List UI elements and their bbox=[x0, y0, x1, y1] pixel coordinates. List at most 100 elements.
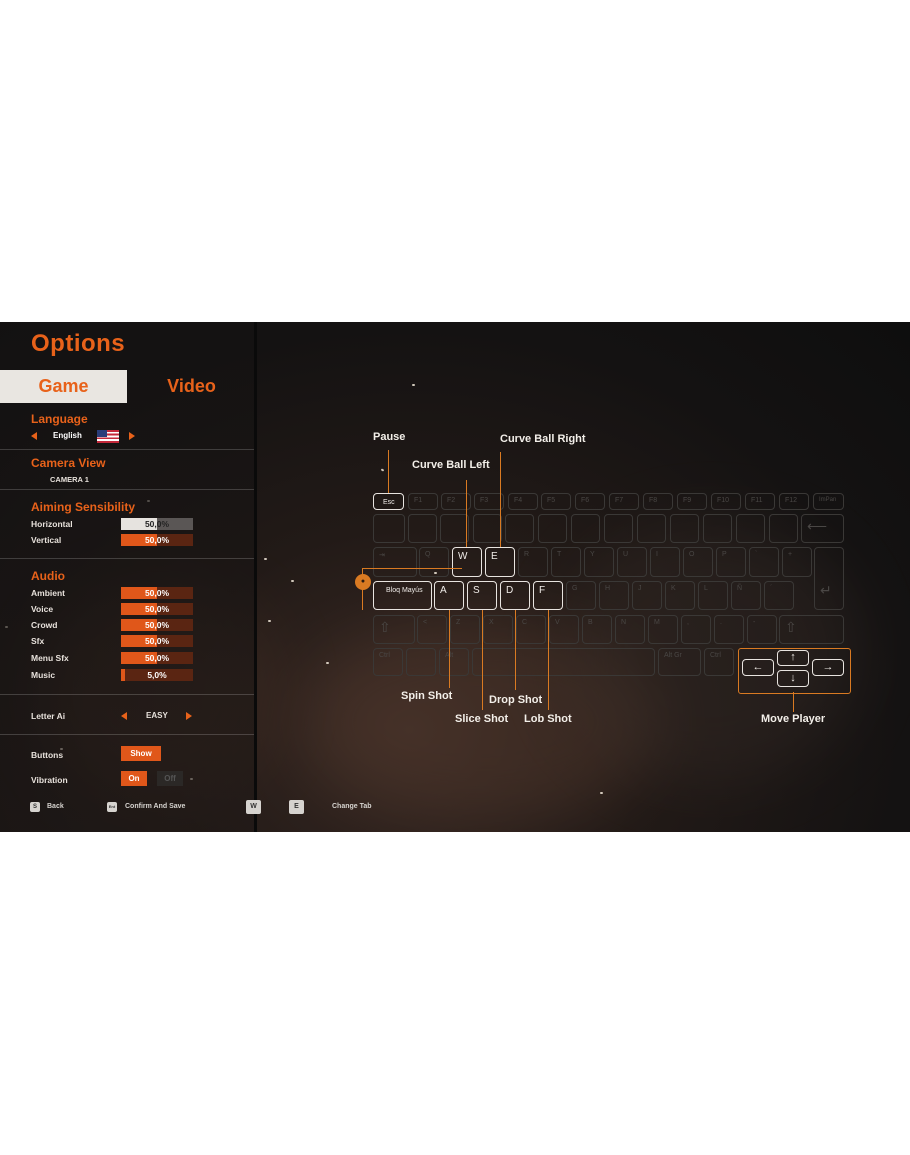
options-panel: Options Game Video Language English Came… bbox=[0, 322, 254, 832]
audio-title: Audio bbox=[31, 569, 65, 583]
tab-game[interactable]: Game bbox=[0, 370, 127, 403]
drop-line bbox=[515, 610, 516, 690]
key-j: J bbox=[632, 581, 662, 610]
music-label: Music bbox=[31, 670, 56, 680]
key-d: D bbox=[500, 581, 530, 610]
key-f: F bbox=[533, 581, 563, 610]
key bbox=[604, 514, 633, 543]
tab-video[interactable]: Video bbox=[167, 376, 216, 396]
key bbox=[769, 514, 798, 543]
key-q: Q bbox=[419, 547, 449, 577]
smoke-effect bbox=[560, 522, 860, 782]
vibration-on-button[interactable]: On bbox=[121, 771, 147, 786]
key-r: R bbox=[518, 547, 548, 577]
key-arrow-down: ↓ bbox=[777, 670, 809, 687]
divider bbox=[0, 558, 254, 559]
key-v: V bbox=[549, 615, 579, 644]
back-key-icon: S bbox=[30, 802, 40, 812]
language-value: English bbox=[53, 431, 82, 440]
key-win bbox=[406, 648, 436, 676]
enter-key-icon: Ent bbox=[107, 802, 117, 812]
key-x: X bbox=[483, 615, 513, 644]
key-f1: F1 bbox=[408, 493, 438, 510]
language-next-arrow-icon[interactable] bbox=[129, 432, 135, 440]
vertical-label: Vertical bbox=[31, 535, 62, 545]
tab-key: ⇥ bbox=[373, 547, 417, 577]
key-a: A bbox=[434, 581, 464, 610]
key bbox=[373, 514, 405, 543]
key-c: C bbox=[516, 615, 546, 644]
confirm-save-hint[interactable]: Confirm And Save bbox=[125, 803, 186, 810]
voice-slider[interactable]: 50,0% bbox=[121, 603, 193, 615]
slider-fill bbox=[121, 603, 157, 615]
callout-curve-left: Curve Ball Left bbox=[412, 459, 490, 471]
back-hint[interactable]: Back bbox=[47, 803, 64, 810]
buttons-show-button[interactable]: Show bbox=[121, 746, 161, 761]
music-slider[interactable]: 5,0% bbox=[121, 669, 193, 681]
sfx-slider[interactable]: 50,0% bbox=[121, 635, 193, 647]
ambient-slider[interactable]: 50,0% bbox=[121, 587, 193, 599]
key bbox=[670, 514, 699, 543]
horizontal-label: Horizontal bbox=[31, 519, 73, 529]
spin-line bbox=[449, 610, 450, 688]
key-b: B bbox=[582, 615, 612, 644]
key bbox=[736, 514, 765, 543]
voice-label: Voice bbox=[31, 604, 54, 614]
key bbox=[637, 514, 666, 543]
music-value: 5,0% bbox=[147, 670, 167, 680]
key bbox=[505, 514, 534, 543]
us-flag-icon bbox=[97, 430, 119, 443]
aiming-title: Aiming Sensibility bbox=[31, 500, 136, 514]
divider bbox=[0, 694, 254, 695]
voice-value: 50,0% bbox=[144, 604, 170, 614]
key-f11: F11 bbox=[745, 493, 775, 510]
move-player-highlight bbox=[738, 648, 851, 694]
key-k: K bbox=[665, 581, 695, 610]
key-h: H bbox=[599, 581, 629, 610]
key-f6: F6 bbox=[575, 493, 605, 510]
change-tab-hint[interactable]: Change Tab bbox=[332, 803, 372, 810]
callout-move: Move Player bbox=[761, 713, 826, 725]
key-plus: + bbox=[782, 547, 812, 577]
letter-ai-prev-arrow-icon[interactable] bbox=[121, 712, 127, 720]
key-f7: F7 bbox=[609, 493, 639, 510]
key-minus: - bbox=[747, 615, 777, 644]
divider bbox=[0, 449, 254, 450]
camera-value[interactable]: CAMERA 1 bbox=[50, 475, 89, 484]
key-period: . bbox=[714, 615, 744, 644]
key-f10: F10 bbox=[711, 493, 741, 510]
key bbox=[571, 514, 600, 543]
curve-right-line bbox=[500, 452, 501, 547]
horizontal-slider[interactable]: 50,0% bbox=[121, 518, 193, 530]
language-prev-arrow-icon[interactable] bbox=[31, 432, 37, 440]
key-f5: F5 bbox=[541, 493, 571, 510]
menu-sfx-slider[interactable]: 50,0% bbox=[121, 652, 193, 664]
slider-fill bbox=[121, 652, 157, 664]
ambient-value: 50,0% bbox=[144, 588, 170, 598]
callout-curve-right: Curve Ball Right bbox=[500, 433, 586, 445]
slider-fill bbox=[121, 635, 157, 647]
callout-drop: Drop Shot bbox=[489, 694, 543, 706]
key-arrow-right: → bbox=[812, 659, 844, 676]
smoke-effect bbox=[300, 622, 660, 822]
backspace-key: ⟵ bbox=[801, 514, 844, 543]
mouse-icon: ● bbox=[355, 574, 371, 590]
menu-sfx-value: 50,0% bbox=[144, 653, 170, 663]
letter-ai-next-arrow-icon[interactable] bbox=[186, 712, 192, 720]
w-key-icon: W bbox=[246, 800, 261, 814]
crowd-slider[interactable]: 50,0% bbox=[121, 619, 193, 631]
sfx-value: 50,0% bbox=[144, 636, 170, 646]
vibration-off-button[interactable]: Off bbox=[157, 771, 183, 786]
ember bbox=[380, 468, 385, 472]
key-o: O bbox=[683, 547, 713, 577]
crowd-value: 50,0% bbox=[144, 620, 170, 630]
lob-line bbox=[548, 610, 549, 710]
ember bbox=[291, 580, 294, 582]
curve-left-line bbox=[466, 480, 467, 547]
callout-pause: Pause bbox=[373, 431, 406, 443]
key-grave: ` bbox=[749, 547, 779, 577]
vertical-slider[interactable]: 50,0% bbox=[121, 534, 193, 546]
key-alt-gr: Alt Gr bbox=[658, 648, 701, 676]
shift-right-key: ⇧ bbox=[779, 615, 844, 644]
key-f8: F8 bbox=[643, 493, 673, 510]
